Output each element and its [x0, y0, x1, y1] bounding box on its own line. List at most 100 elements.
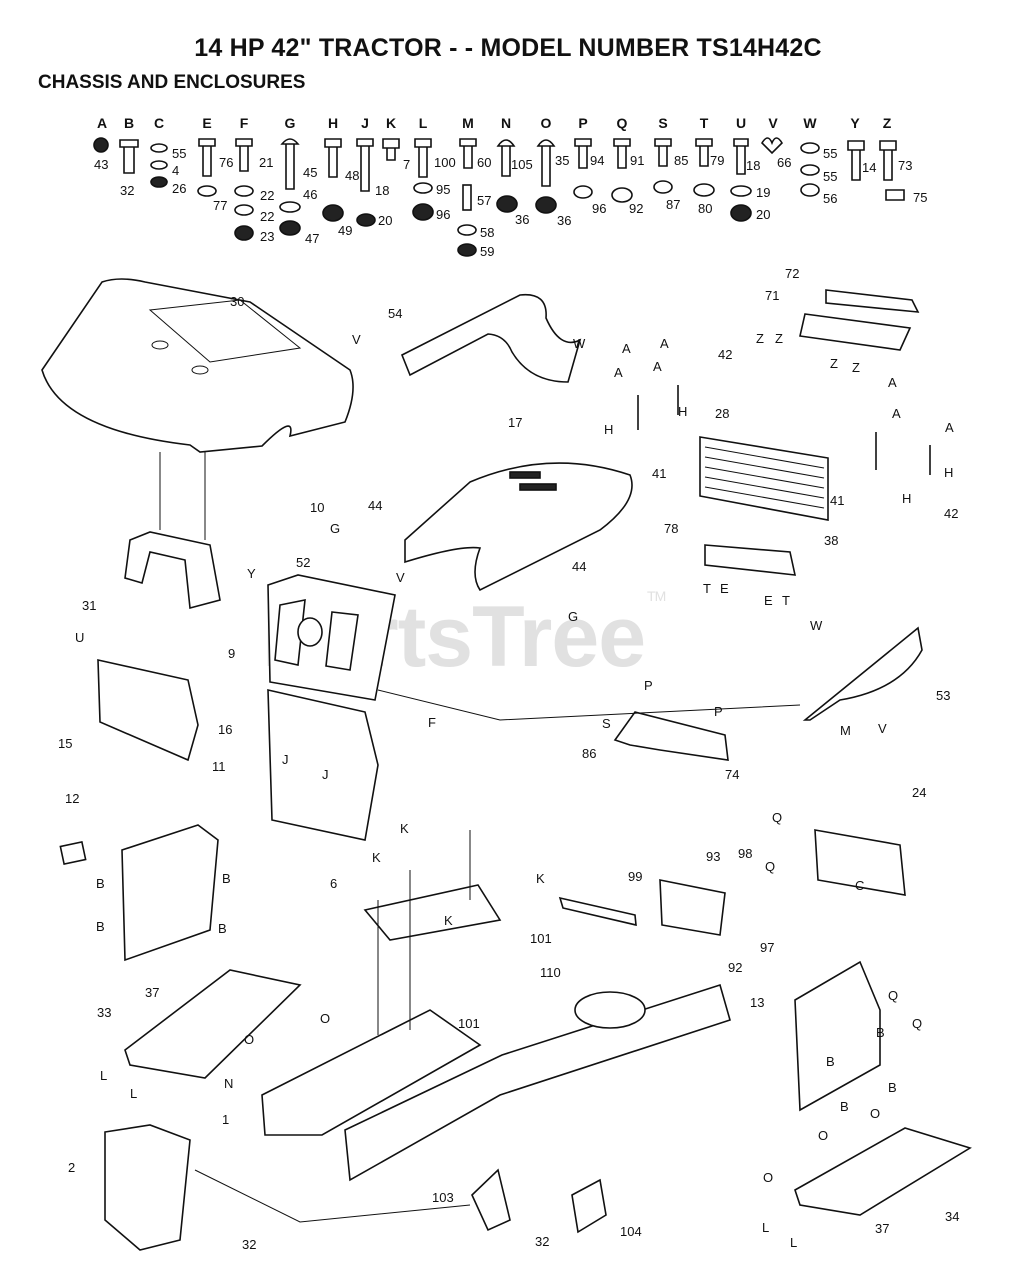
hardware-number: 18: [746, 158, 761, 173]
ref-letter: L: [100, 1068, 107, 1083]
callout-38: 38: [824, 533, 838, 548]
hardware-number: 80: [698, 201, 713, 216]
washer-icon: [611, 187, 633, 203]
callout-2: 2: [68, 1160, 75, 1175]
part-38-plate: [704, 544, 797, 576]
ref-letter: U: [75, 630, 84, 645]
callout-92: 92: [728, 960, 742, 975]
ref-letter: B: [96, 919, 105, 934]
ref-letter: H: [604, 422, 613, 437]
ref-letter: Q: [765, 859, 775, 874]
callout-72: 72: [785, 266, 799, 281]
bolt-icon: [654, 138, 672, 167]
callout-15: 15: [58, 736, 72, 751]
ref-letter: A: [888, 375, 897, 390]
ref-letter: H: [902, 491, 911, 506]
frame-rail-left: [261, 1009, 482, 1136]
screen-line: [704, 476, 825, 499]
callout-52: 52: [296, 555, 310, 570]
dash-shape: [404, 462, 633, 592]
hardware-number: 66: [777, 155, 792, 170]
hardware-number: 43: [94, 157, 109, 172]
bolt-icon: [235, 138, 253, 172]
nut-icon: [730, 204, 752, 222]
bolt-icon: [414, 138, 432, 178]
hardware-number: 36: [557, 213, 572, 228]
part-104-bracket: [571, 1178, 607, 1234]
hardware-number: 96: [592, 201, 607, 216]
hardware-letter: U: [735, 115, 747, 131]
callout-1: 1: [222, 1112, 229, 1127]
part-12-cover: [59, 840, 87, 866]
ref-letter: Z: [830, 356, 838, 371]
hood-shape: [41, 278, 354, 453]
hardware-number: 57: [477, 193, 492, 208]
washer-icon: [800, 164, 820, 176]
screw-icon: [733, 138, 749, 175]
hardware-number: 85: [674, 153, 689, 168]
callout-93: 93: [706, 849, 720, 864]
ref-letter: O: [244, 1032, 254, 1047]
washer-icon: [457, 224, 477, 236]
ref-letter: V: [396, 570, 405, 585]
part-13-plate: [794, 960, 881, 1112]
washer-icon: [413, 182, 433, 194]
hardware-number: 47: [305, 231, 320, 246]
ref-letter: O: [763, 1170, 773, 1185]
bolt-icon: [695, 138, 713, 167]
hardware-number: 73: [898, 158, 913, 173]
ref-letter: H: [944, 465, 953, 480]
hardware-number: 49: [338, 223, 353, 238]
hardware-number: 58: [480, 225, 495, 240]
ref-letter: K: [400, 821, 409, 836]
page-title: 14 HP 42" TRACTOR - - MODEL NUMBER TS14H…: [194, 34, 822, 62]
washer-icon: [573, 185, 593, 199]
callout-10: 10: [310, 500, 324, 515]
screw-icon: [459, 138, 477, 169]
screen-line: [704, 486, 825, 509]
hardware-number: 20: [378, 213, 393, 228]
washer-icon: [197, 185, 217, 197]
hardware-letter: Z: [882, 115, 892, 131]
ref-letter: P: [644, 678, 653, 693]
hardware-number: 20: [756, 207, 771, 222]
callout-37: 37: [875, 1221, 889, 1236]
callout-34: 34: [945, 1209, 959, 1224]
callout-44: 44: [572, 559, 586, 574]
hardware-number: 77: [213, 198, 228, 213]
bolt-icon: [847, 140, 865, 181]
hardware-number: 7: [403, 157, 411, 172]
hardware-number: 36: [515, 212, 530, 227]
hood-hole: [191, 365, 209, 375]
hardware-letter: J: [361, 115, 369, 131]
carriage-bolt-icon: [280, 138, 300, 190]
hardware-number: 48: [345, 168, 360, 183]
ref-letter: B: [840, 1099, 849, 1114]
ref-letter: O: [818, 1128, 828, 1143]
washer-icon: [234, 204, 254, 216]
callout-24: 24: [912, 785, 926, 800]
hardware-number: 91: [630, 153, 645, 168]
callout-98: 98: [738, 846, 752, 861]
part-103-bracket: [471, 1168, 511, 1232]
hardware-letter: M: [462, 115, 474, 131]
bolt-icon: [356, 138, 374, 192]
bolt-icon: [613, 138, 631, 169]
nut-icon: [535, 196, 557, 214]
hardware-number: 19: [756, 185, 771, 200]
callout-41: 41: [830, 493, 844, 508]
ref-letter: V: [878, 721, 887, 736]
hardware-letter: Y: [850, 115, 860, 131]
hardware-letter: F: [239, 115, 249, 131]
hardware-number: 59: [480, 244, 495, 259]
part-2-bracket: [104, 1124, 191, 1251]
hardware-number: 23: [260, 229, 275, 244]
ref-letter: T: [703, 581, 711, 596]
callout-101: 101: [530, 931, 552, 946]
hardware-letter: L: [418, 115, 428, 131]
callout-12: 12: [65, 791, 79, 806]
callout-31: 31: [82, 598, 96, 613]
callout-42: 42: [718, 347, 732, 362]
hardware-letter: S: [658, 115, 668, 131]
ref-letter: L: [130, 1086, 137, 1101]
